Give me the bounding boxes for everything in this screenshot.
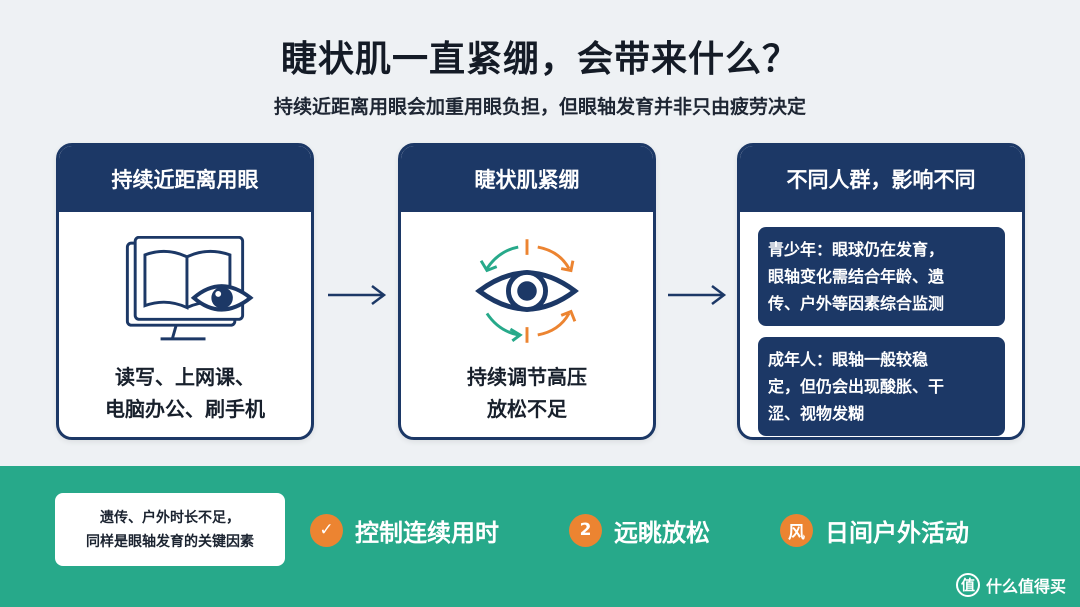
tip-label: 日间户外活动: [825, 518, 969, 547]
info-box-adults: 成年人：眼轴一般较稳 定，但仍会出现酸胀、干 涩、视物发糊: [758, 337, 1005, 436]
card-heading: 不同人群，影响不同: [740, 146, 1022, 212]
watermark: 值 什么值得买: [955, 573, 1066, 597]
arrow-right-icon: [668, 285, 727, 305]
page-title: 睫状肌一直紧绷，会带来什么？: [280, 39, 799, 80]
eye-cycle-icon: [475, 239, 579, 343]
card-different-groups: 不同人群，影响不同 青少年：眼球仍在发育， 眼轴变化需结合年龄、遗 传、户外等因…: [737, 143, 1025, 440]
number-badge-icon: 2: [569, 513, 602, 547]
watermark-text: 什么值得买: [985, 577, 1066, 596]
wind-badge-icon: 风: [780, 513, 813, 547]
card-near-work: 持续近距离用眼 读写、上网课、 电脑办公、刷手机: [56, 143, 314, 440]
tip-label: 控制连续用时: [355, 518, 499, 547]
card-caption: 读写、上网课、 电脑办公、刷手机: [105, 365, 265, 421]
card-heading: 睫状肌紧绷: [401, 146, 653, 212]
book-monitor-eye-icon: [125, 236, 254, 341]
card-ciliary-tension: 睫状肌紧绷 持续调节高压 放松不足: [398, 143, 656, 440]
tip-label: 远眺放松: [614, 518, 710, 547]
tip-look-far: 2 远眺放松: [569, 512, 710, 548]
note-box: 遗传、户外时长不足， 同样是眼轴发育的关键因素: [55, 493, 285, 566]
card-caption: 持续调节高压 放松不足: [467, 365, 587, 421]
info-box-teenagers: 青少年：眼球仍在发育， 眼轴变化需结合年龄、遗 传、户外等因素综合监测: [758, 227, 1005, 326]
tip-limit-continuous-use: ✓ 控制连续用时: [310, 512, 499, 548]
page-subtitle: 持续近距离用眼会加重用眼负担，但眼轴发育并非只由疲劳决定: [273, 96, 806, 118]
card-heading: 持续近距离用眼: [59, 146, 311, 212]
tip-outdoor-activity: 风 日间户外活动: [780, 512, 969, 548]
smzdm-logo-icon: 值: [955, 573, 980, 597]
check-icon: ✓: [310, 513, 343, 547]
arrow-right-icon: [328, 285, 387, 305]
